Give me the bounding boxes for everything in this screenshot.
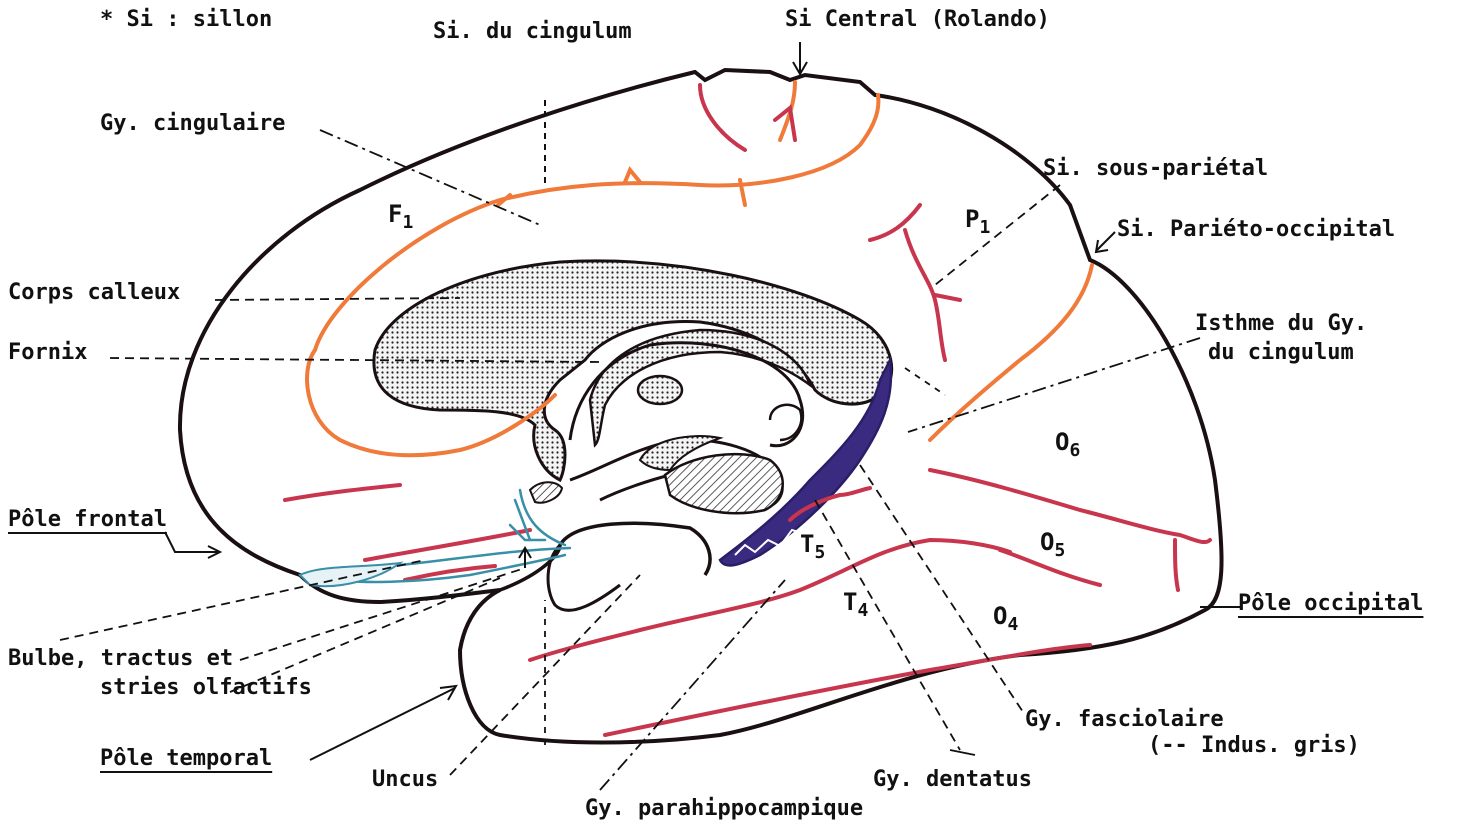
label-gy-fasciolaire: Gy. fasciolaire [1025,708,1224,732]
region-f1: F1 [388,200,413,233]
label-si-cingulum: Si. du cingulum [433,20,632,44]
label-isthme-line1: Isthme du Gy. [1195,312,1367,336]
label-corps-calleux: Corps calleux [8,281,180,305]
label-gy-parahippocampique: Gy. parahippocampique [585,797,863,821]
label-bulbe-line1: Bulbe, tractus et [8,647,233,671]
region-o4: O4 [993,602,1018,635]
label-fornix: Fornix [8,341,87,365]
region-t5: T5 [800,530,825,563]
region-o6: O6 [1055,428,1080,461]
label-pole-occipital: Pôle occipital [1238,592,1423,616]
region-o5: O5 [1040,528,1065,561]
region-p1: P1 [965,205,990,238]
label-si-sous-parietal: Si. sous-pariétal [1043,157,1268,181]
label-uncus: Uncus [372,768,438,792]
legend-sillon: * Si : sillon [100,8,272,32]
label-bulbe-line2: stries olfactifs [100,676,312,700]
label-gy-dentatus: Gy. dentatus [873,768,1032,792]
region-t4: T4 [843,588,868,621]
label-pole-temporal: Pôle temporal [100,747,272,771]
label-isthme-line2: du cingulum [1208,341,1354,365]
label-indus-gris: (-- Indus. gris) [1148,734,1360,758]
label-pole-frontal: Pôle frontal [8,508,167,532]
interthalamic-adhesion [638,376,682,404]
label-si-central: Si Central (Rolando) [785,8,1050,32]
label-si-parieto-occipital: Si. Pariéto-occipital [1117,218,1395,242]
label-gy-cingulaire: Gy. cingulaire [100,112,285,136]
